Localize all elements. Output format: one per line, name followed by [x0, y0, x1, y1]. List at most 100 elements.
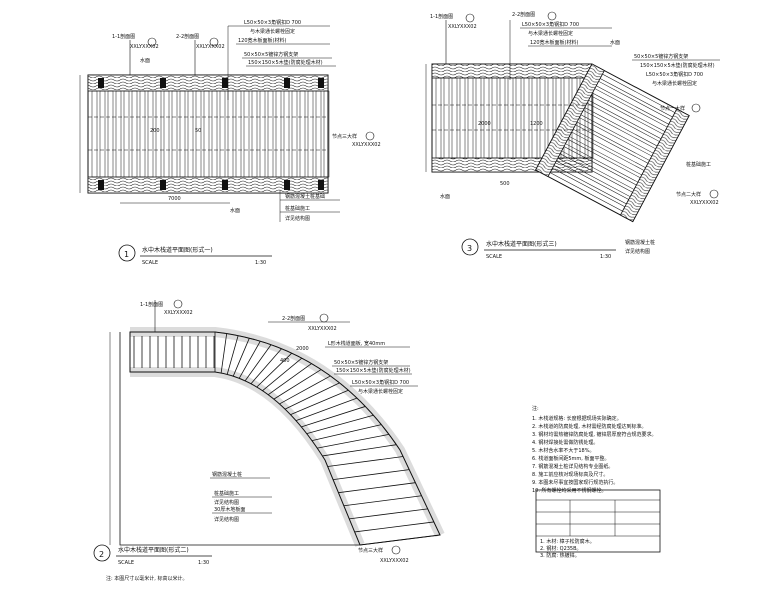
panel-3-ref-code-2: XXLYXXX02: [690, 200, 719, 206]
panel-3-callout-3: 120宽木板面板(材料): [530, 39, 578, 46]
note-line: 5. 木材含水率不大于18%。: [532, 447, 594, 454]
deck-slat: [235, 90, 242, 178]
note-line: 4. 钢材焊接处需做防锈处理。: [532, 439, 598, 446]
deck-slat: [259, 90, 266, 178]
deck-slat: [549, 167, 626, 212]
panel-2-callout-6: 节点三大样: [358, 547, 383, 554]
panel-2-ref-code-2: XXLYXXX02: [308, 326, 337, 332]
panel-2-lower-notes: 钢筋混凝土桩 桩基础施工 详见结构图 30厚木地板面 详见结构图: [210, 471, 272, 523]
panel-1-dim-7000: 7000: [168, 196, 181, 202]
panel-1-section-bubble-1: [147, 37, 157, 47]
deck-slat: [301, 406, 366, 428]
note-line: 3. 钢材均需热镀锌防腐处理, 镀锌层厚度符合规范要求。: [532, 431, 657, 438]
deck-slat: [599, 73, 676, 118]
deck-slat: [219, 90, 226, 178]
deck-slat: [499, 77, 506, 159]
panel-2-note-3: 30厚木地板面: [214, 506, 245, 513]
deck-slat: [443, 77, 450, 159]
deck-slat: [171, 90, 178, 178]
deck-slat: [299, 90, 306, 178]
panel-2-callout-2: 50×50×5镀锌方钢支架: [334, 359, 388, 366]
deck-slat: [569, 131, 645, 176]
panel-3-water-label: 水面: [610, 39, 620, 46]
table-note: 1. 木材: 樟子松防腐木。: [540, 538, 595, 545]
panel-1-plan: 7000 200 50 1-1剖面图 XXLYXXX02 水面 2-2剖面图 X…: [79, 19, 381, 266]
deck-slat: [557, 153, 633, 197]
panel-1-dim-200: 200: [150, 128, 160, 134]
panel-1-callout-2: 120宽木板面板(材料): [238, 37, 286, 44]
panel-3-dim-500: 500: [500, 181, 510, 187]
deck-slat: [155, 90, 162, 178]
panel-2-footnote: 注: 本图尺寸以毫米计, 标高以米计。: [106, 575, 187, 582]
panel-3-callout-9: 桩基础施工: [686, 161, 711, 168]
panel-1-number: 1: [124, 250, 129, 259]
panel-1-bottom-water: 水面: [230, 207, 240, 214]
deck-slat: [243, 90, 250, 178]
panel-3-scale-label: SCALE: [486, 254, 502, 260]
deck-slat: [354, 521, 434, 533]
panel-3-callout-5: 150×150×5木垫(防腐处理木材): [640, 62, 715, 69]
panel-1-scale-value: 1:30: [255, 260, 266, 266]
post: [160, 78, 166, 88]
deck-slat: [327, 456, 404, 467]
deck-slat: [131, 90, 138, 178]
panel-1-callouts: L50×50×3角钢扣D 700 与木梁通长螺栓固定 120宽木板面板(材料) …: [227, 19, 381, 148]
deck-slat: [491, 77, 498, 159]
deck-slat: [467, 77, 474, 159]
deck-slat: [515, 77, 522, 159]
deck-slat: [232, 338, 250, 377]
deck-slat: [475, 77, 482, 159]
panel-3-plan: 2000 1200 500 1-1剖面图 XXLYXXX02 2-2剖面图 L5…: [425, 11, 720, 260]
deck-slat: [227, 90, 234, 178]
panel-3-dim-1200: 1200: [530, 121, 543, 127]
deck-slat: [555, 77, 562, 159]
deck-slat: [250, 348, 282, 385]
note-line: 2. 木栈道的防腐处理, 木材需经防腐处理达到标准。: [532, 423, 647, 430]
panel-1-ref-code-2: XXLYXXX02: [196, 44, 225, 50]
panel-1-ref-code-3: XXLYXXX02: [352, 142, 381, 148]
deck-slat: [307, 90, 314, 178]
deck-slat: [275, 90, 282, 178]
deck-slat: [147, 90, 154, 178]
deck-slat: [91, 90, 98, 178]
panel-2-callouts: 2-2剖面图 XXLYXXX02 L形木栈道面板, 宽40mm 50×50×5镀…: [268, 313, 418, 564]
deck-slat: [244, 344, 272, 382]
panel-2-slats: [133, 332, 441, 546]
panel-2-note-1: 桩基础施工: [214, 490, 239, 497]
panel-3-dim-2000: 2000: [478, 121, 491, 127]
panel-1-scale-label: SCALE: [142, 260, 158, 266]
deck-slat: [251, 90, 258, 178]
panel-2-callout-0: 2-2剖面图: [282, 315, 305, 322]
deck-slat: [459, 77, 466, 159]
deck-slat: [267, 90, 274, 178]
panel-1-lower-notes: 钢筋混凝土桩基础 桩基础施工 详见结构图 水面: [230, 190, 340, 222]
panel-1-callout-4: 150×150×5木垫(防腐处理木材): [248, 59, 323, 66]
panel-2-note-2: 详见结构图: [214, 499, 239, 506]
post: [98, 78, 104, 88]
panel-3-section-mark-1: 1-1剖面图: [430, 13, 453, 20]
post: [222, 180, 228, 190]
deck-slat: [333, 469, 410, 481]
deck-slat: [588, 95, 664, 140]
deck-slat: [290, 389, 349, 416]
panel-3-callouts: 2-2剖面图 L50×50×3角钢扣D 700 与木梁通长螺栓固定 120宽木板…: [509, 11, 720, 206]
panel-1-title: 水中木栈道平面图(形式一): [142, 246, 213, 254]
panel-3-water-label-2: 水面: [440, 193, 450, 200]
panel-3-number: 3: [467, 244, 472, 253]
panel-1-callout-3: 50×50×5镀锌方钢支架: [244, 51, 298, 58]
note-line: 7. 钢筋混凝土桩详见结构专业图纸。: [532, 463, 613, 470]
deck-slat: [315, 90, 322, 178]
deck-slat: [107, 90, 114, 178]
table-note: 3. 防腐: 热镀锌。: [540, 552, 580, 559]
deck-slat: [553, 160, 630, 205]
material-table: 1. 木材: 樟子松防腐木。2. 钢材: Q235B。3. 防腐: 热镀锌。: [535, 489, 661, 559]
post: [222, 78, 228, 88]
deck-slat: [256, 352, 293, 388]
deck-slat: [338, 482, 416, 494]
deck-slat: [576, 117, 653, 161]
deck-slat: [435, 77, 442, 159]
panel-3-callout-1: L50×50×3角钢扣D 700: [522, 21, 579, 28]
deck-slat: [179, 90, 186, 178]
deck-slat: [311, 424, 382, 442]
